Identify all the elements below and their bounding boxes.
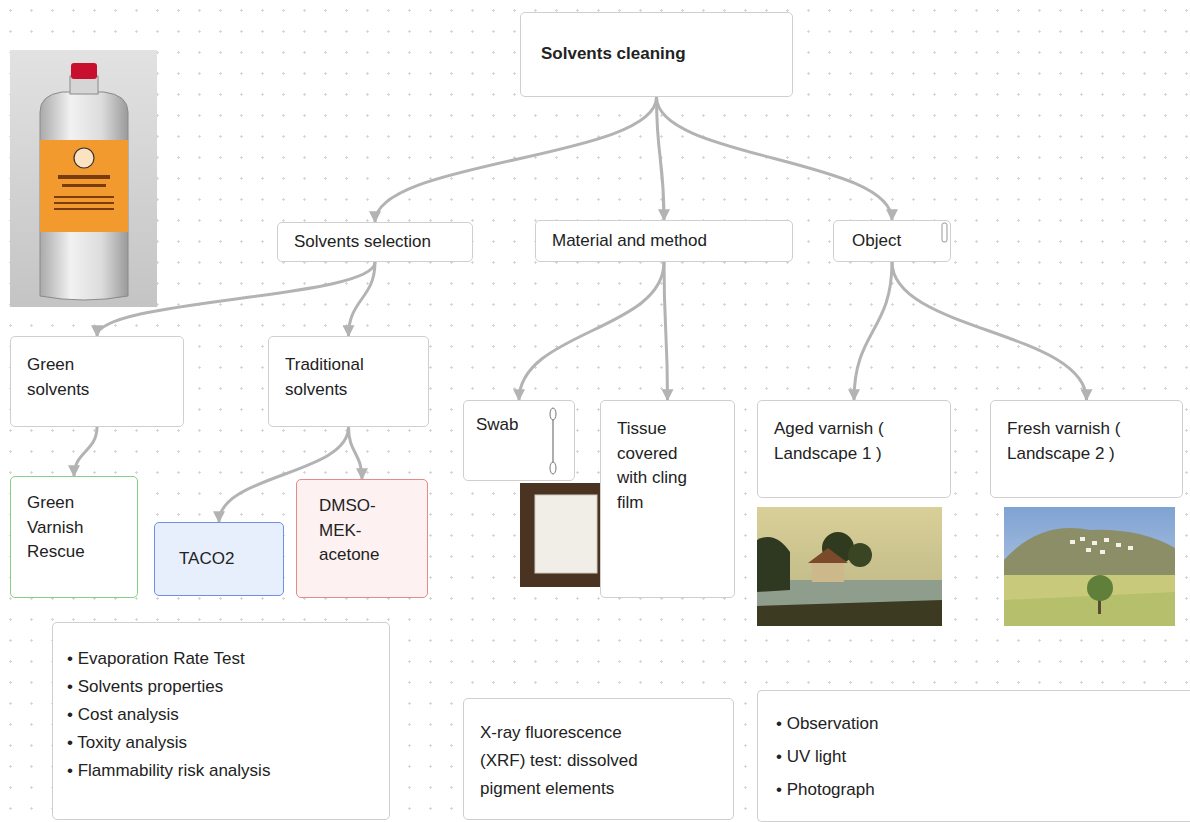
node-text: • UV light [776,740,1177,773]
house [812,562,844,582]
object-box: Aged varnish ( Landscape 1 ) [757,400,951,498]
label-line [62,184,106,187]
solvent-box: TACO2 [154,522,284,596]
list-box: • Evaporation Rate Test• Solvents proper… [52,622,390,820]
connector-arrow [375,97,657,222]
tree [848,543,872,567]
branch-box: Material and method [535,220,793,262]
node-text: Green solvents [27,353,123,402]
node-text: Green Varnish Rescue [27,491,117,565]
node-text: • Toxity analysis [67,729,369,757]
category-box: Traditional solvents [268,336,429,427]
connector-arrow [854,262,892,400]
node-text: Traditional solvents [285,353,408,402]
node-text: • Solvents properties [67,673,369,701]
photo-ground [10,50,157,307]
connector-arrow [349,427,363,479]
field [1004,575,1175,626]
connector-arrow [519,262,664,400]
hill [1004,528,1175,578]
solvent-box: DMSO- MEK- acetone [296,479,428,598]
note-box: X-ray fluorescence (XRF) test: dissolved… [463,698,734,820]
bottle-body [40,92,128,300]
branch-box: Solvents selection [277,222,473,262]
connector-arrow [97,262,375,336]
node-text: • Flammability risk analysis [67,757,369,785]
list-box: • Observation• UV light• Photograph [757,690,1190,822]
node-text: Aged varnish ( Landscape 1 ) [774,417,934,466]
node-text: DMSO- MEK- acetone [319,494,391,568]
node-text: • Evaporation Rate Test [67,645,369,673]
connector-arrow [664,262,668,400]
method-box: Tissue covered with cling film [600,400,735,598]
connector-arrow [657,97,893,220]
method-box: Swab [463,400,575,481]
node-text: • Photograph [776,773,1177,806]
node-text: Material and method [552,229,776,254]
village [1070,537,1133,554]
node-text: Fresh varnish ( Landscape 2 ) [1007,417,1166,466]
connector-arrow [349,262,376,336]
node-text: Object [852,229,930,254]
node-text: TACO2 [179,547,267,572]
tissue [535,495,597,573]
tree [1087,575,1113,601]
label-line [54,208,114,210]
object-box: Fresh varnish ( Landscape 2 ) [990,400,1183,498]
field [1004,592,1175,626]
foreground [757,600,942,626]
label-line [54,196,114,198]
node-text: • Observation [776,707,1177,740]
label-logo [74,148,94,168]
connector-arrow [74,427,97,476]
landscape-painting [1004,507,1175,626]
trees [757,537,790,592]
bottle-label [40,140,128,232]
tissue-photo [520,483,611,587]
category-box: Green solvents [10,336,184,427]
landscape-painting [757,507,942,626]
bottle-cap [71,63,97,79]
node-text: Solvents cleaning [541,42,772,67]
node-text: Tissue covered with cling film [617,417,704,516]
connector-arrow [892,262,1087,400]
solvent-box: Green Varnish Rescue [10,476,138,598]
label-line [58,175,110,179]
node-text: • Cost analysis [67,701,369,729]
node-text: Swab [476,413,534,438]
branch-box: Object [833,220,951,262]
node-text: X-ray fluorescence (XRF) test: dissolved… [480,719,663,803]
label-line [54,202,114,204]
roof [808,548,848,563]
root-box: Solvents cleaning [520,12,793,97]
node-text: Solvents selection [294,230,456,255]
